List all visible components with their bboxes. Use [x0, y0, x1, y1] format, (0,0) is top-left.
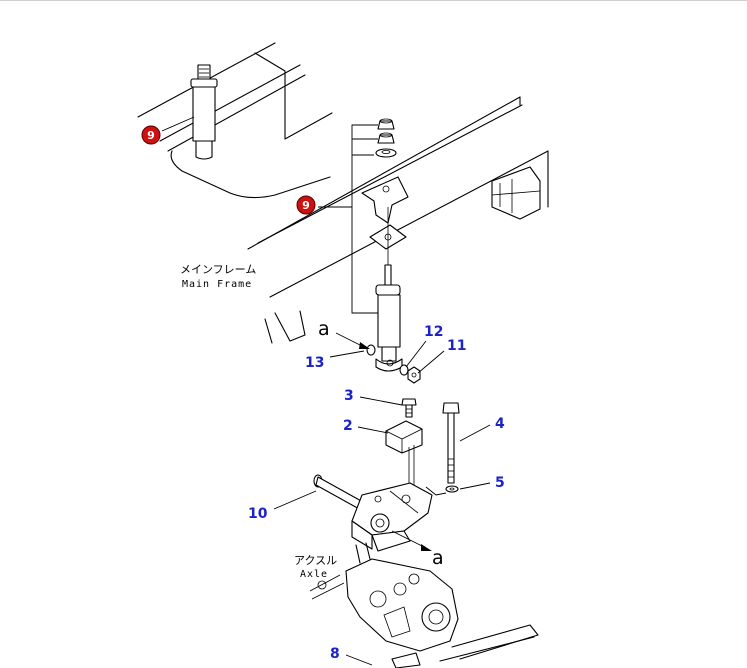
main-frame-label-en: Main Frame: [182, 279, 252, 290]
callout-3: 3: [344, 388, 354, 404]
main-frame: [247, 96, 549, 344]
callout-11: 11: [447, 338, 466, 354]
callout-12: 12: [424, 324, 443, 340]
callout-13: 13: [305, 355, 324, 371]
axle-label-jp: アクスル: [294, 554, 337, 567]
callout-leaders: [161, 116, 491, 666]
frame-labels: メインフレーム Main Frame アクスル Axle: [180, 263, 337, 580]
main-frame-label-jp: メインフレーム: [180, 263, 256, 276]
axle-label-en: Axle: [300, 569, 328, 580]
axle-housing: [309, 542, 539, 668]
callout-4: 4: [495, 416, 505, 432]
badge-9-upper: 9: [141, 125, 161, 145]
small-washers: [366, 344, 421, 384]
callout-5: 5: [495, 475, 505, 491]
bolt-and-cap: [385, 398, 423, 487]
mounted-shock-absorber: [190, 64, 218, 160]
ref-arrow-lower: [391, 530, 432, 551]
reference-letters: a a: [318, 318, 444, 569]
svg-text:9: 9: [302, 199, 310, 212]
badge-9-lower: 9: [296, 195, 316, 215]
upper-frame-rail: [137, 42, 333, 199]
svg-text:9: 9: [147, 129, 155, 142]
callout-8: 8: [330, 646, 340, 662]
callout-10: 10: [248, 506, 268, 522]
axle-bracket-assembly: [351, 482, 433, 552]
ref-a-lower: a: [432, 547, 444, 569]
callout-numbers: 13 12 11 3 2 4 5 10 8: [248, 324, 505, 662]
ref-arrow-upper: [335, 332, 370, 349]
loose-shock-absorber: [375, 263, 403, 372]
long-bolt-and-washer: [425, 402, 460, 496]
nut-washer-stack: [318, 118, 397, 314]
callout-2: 2: [343, 418, 353, 434]
ref-a-upper: a: [318, 318, 330, 340]
shock-upper-bracket: [361, 176, 409, 263]
